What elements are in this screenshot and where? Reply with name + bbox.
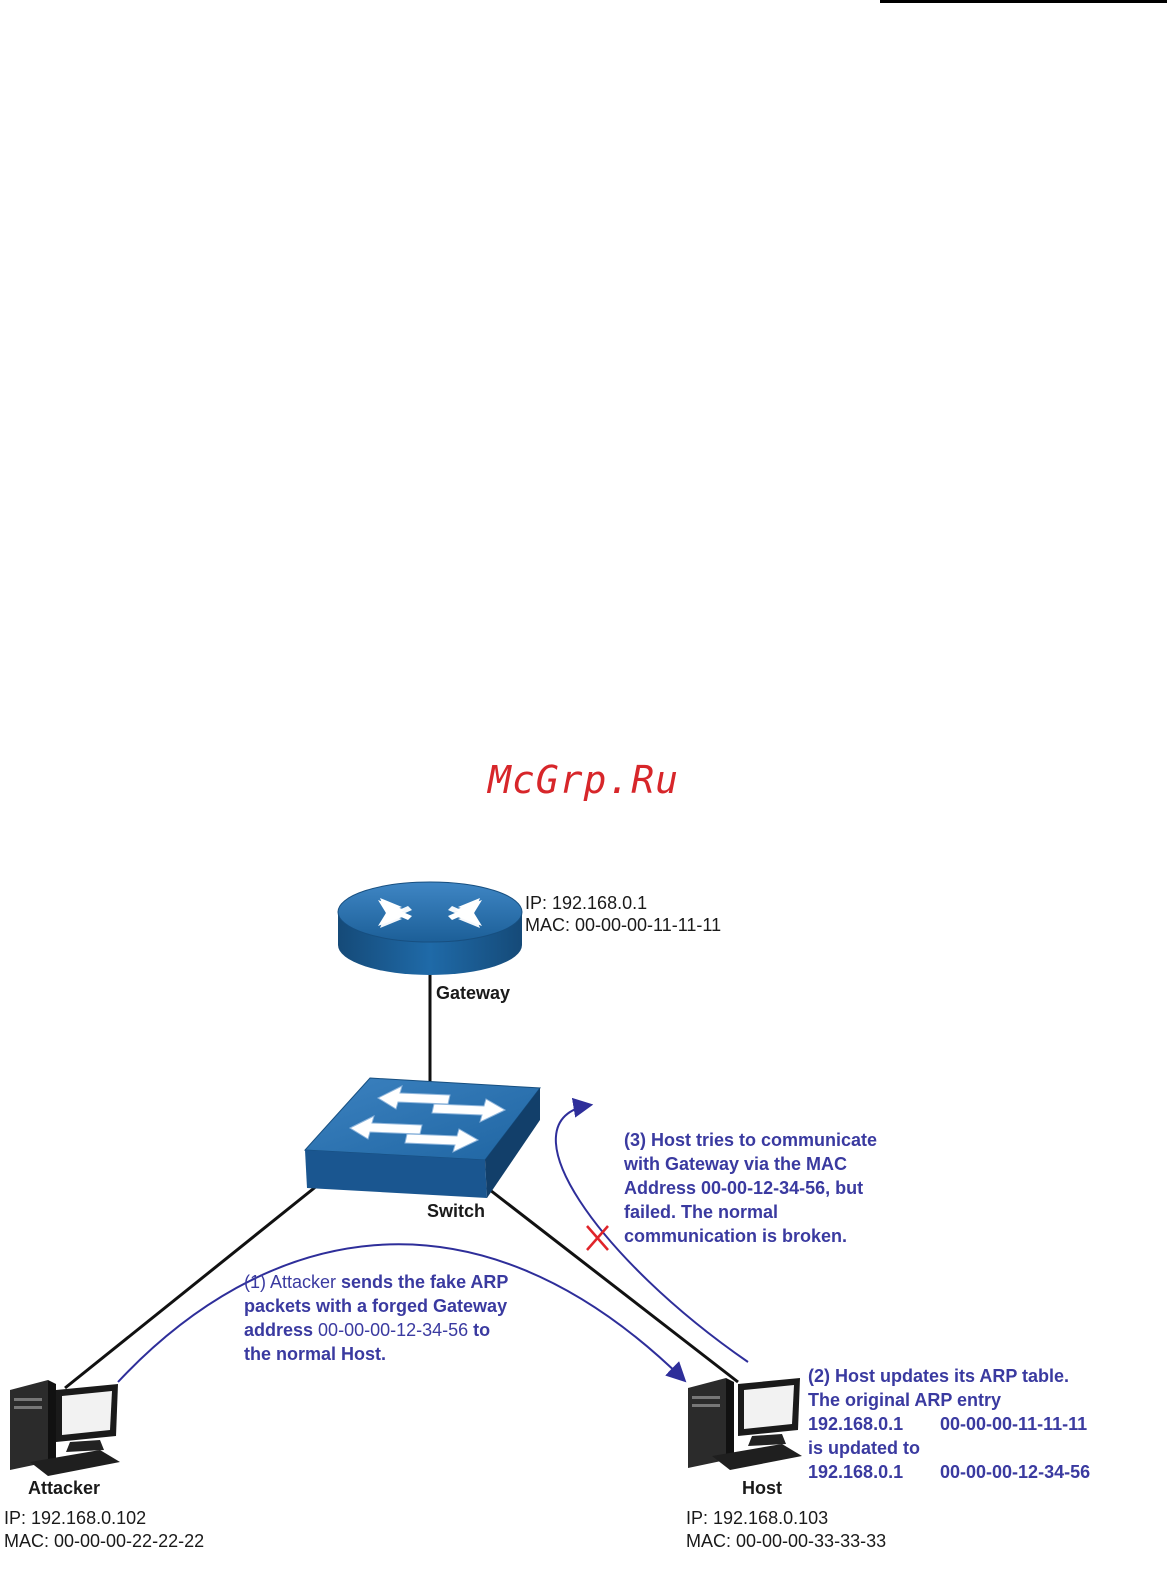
step2-line2: The original ARP entry xyxy=(808,1390,1002,1410)
host-computer-icon xyxy=(688,1378,802,1470)
gateway-mac: MAC: 00-00-00-11-11-11 xyxy=(525,915,722,935)
step2-entry-original: 192.168.0.1 00-00-00-11-11-11 xyxy=(808,1412,1090,1436)
cable-switch-host xyxy=(489,1188,739,1384)
gateway-label: Gateway xyxy=(436,983,511,1003)
fail-x-icon xyxy=(586,1225,609,1251)
step1-line3-c: to xyxy=(468,1320,491,1340)
top-rule xyxy=(880,0,1167,3)
step2-note: (2) Host updates its ARP table. The orig… xyxy=(808,1364,1090,1484)
step3-note: (3) Host tries to communicate with Gatew… xyxy=(624,1128,877,1248)
step3-line1: (3) Host tries to communicate xyxy=(624,1130,878,1150)
host-label: Host xyxy=(742,1478,782,1498)
step1-note: (1) Attacker sends the fake ARP packets … xyxy=(244,1270,508,1366)
entry1-mac: 00-00-00-11-11-11 xyxy=(940,1414,1088,1434)
step3-line4: failed. The normal xyxy=(624,1202,779,1222)
entry2-mac: 00-00-00-12-34-56 xyxy=(940,1462,1091,1482)
step1-line4: the normal Host. xyxy=(244,1344,387,1364)
watermark: McGrp.Ru xyxy=(487,758,680,802)
switch-icon xyxy=(303,1077,541,1198)
step3-line2: with Gateway via the MAC xyxy=(624,1154,848,1174)
cable-switch-attacker xyxy=(64,1183,319,1390)
step3-line5: communication is broken. xyxy=(624,1226,848,1246)
attacker-mac: MAC: 00-00-00-22-22-22 xyxy=(4,1531,205,1551)
entry1-ip: 192.168.0.1 xyxy=(808,1414,904,1434)
router-icon xyxy=(337,881,523,975)
failed-communication-arrow xyxy=(554,1097,749,1363)
host-ip: IP: 192.168.0.103 xyxy=(686,1508,829,1528)
attacker-computer-icon xyxy=(10,1380,120,1476)
step1-forged-mac: 00-00-00-12-34-56 xyxy=(318,1320,469,1340)
step1-attacker-text: (1) Attacker xyxy=(244,1272,337,1292)
switch-label: Switch xyxy=(427,1201,486,1221)
step1-line1-rest: sends the fake ARP xyxy=(336,1272,509,1292)
step1-line3-a: address xyxy=(244,1320,319,1340)
step1-line2: packets with a forged Gateway xyxy=(244,1296,508,1316)
host-mac: MAC: 00-00-00-33-33-33 xyxy=(686,1531,887,1551)
step2-entry-updated: 192.168.0.1 00-00-00-12-34-56 xyxy=(808,1460,1090,1484)
step2-line4: is updated to xyxy=(808,1438,920,1458)
step2-line1: (2) Host updates its ARP table. xyxy=(808,1366,1070,1386)
attacker-ip: IP: 192.168.0.102 xyxy=(4,1508,147,1528)
attacker-label: Attacker xyxy=(28,1478,101,1498)
entry2-ip: 192.168.0.1 xyxy=(808,1462,904,1482)
step3-line3: Address 00-00-12-34-56, but xyxy=(624,1178,864,1198)
gateway-ip: IP: 192.168.0.1 xyxy=(525,893,648,913)
attack-arrow xyxy=(117,1243,687,1383)
